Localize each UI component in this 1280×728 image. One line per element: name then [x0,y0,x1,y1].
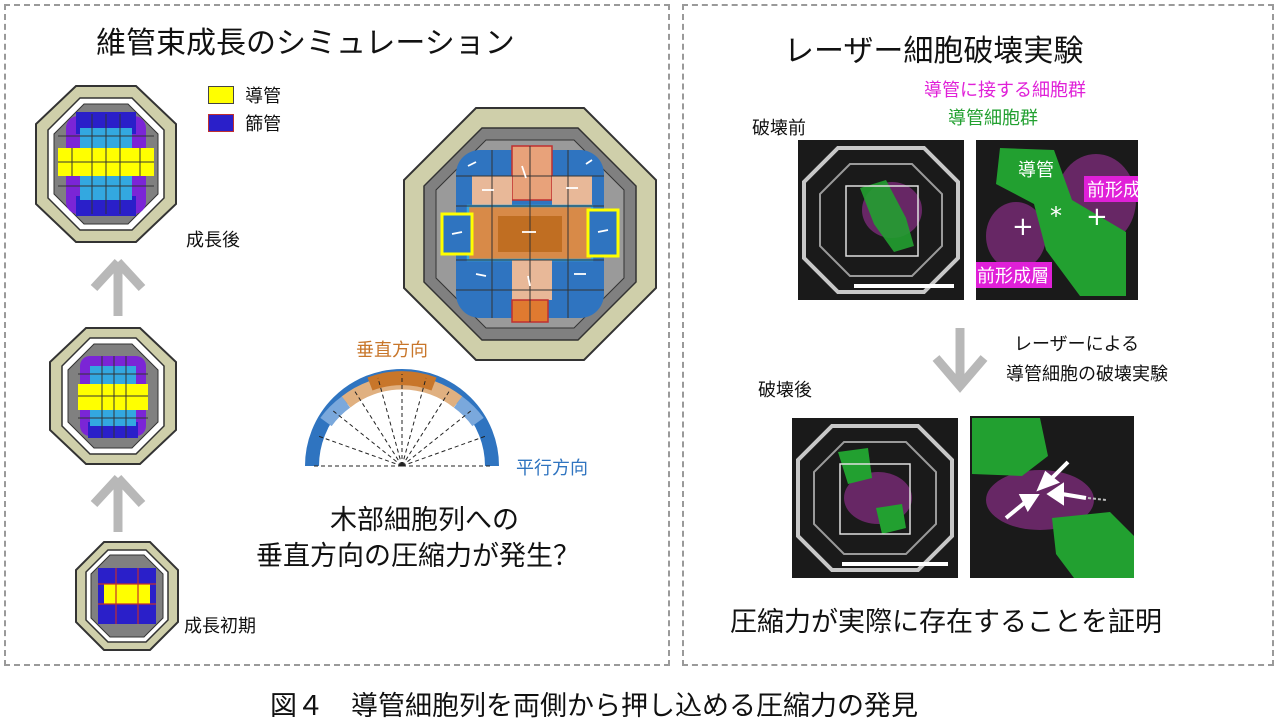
up-arrow-upper [88,258,148,318]
zoom-cambium-label-1: 前形成層 [1084,176,1138,202]
stage-after-label: 成長後 [186,230,240,251]
octagon-detail [402,106,658,362]
arrow-note-line-2: 導管細胞の破壊実験 [1006,364,1168,385]
zoom-plus-left: + [1012,212,1034,242]
arrow-note-line-1: レーザーによる [1014,334,1140,355]
octagon-early [75,540,179,652]
left-title: 維管束成長のシミュレーション [96,26,515,61]
legend-vessel: 導管 [208,82,281,108]
micrograph-before [798,140,964,300]
zoom-star: * [1050,202,1062,230]
octagon-middle [49,326,177,466]
stage-early-label: 成長初期 [184,616,256,637]
question-line-1: 木部細胞列への [330,505,519,536]
legend-phloem: 篩管 [208,110,281,136]
legend-phloem-label: 篩管 [245,114,282,135]
fan-parallel-label: 平行方向 [516,458,588,479]
zoom-vessel-label: 導管 [1018,160,1054,181]
right-title: レーザー細胞破壊実験 [784,34,1084,69]
zoom-before: 導管 前形成層 前形成層 + * + [976,140,1138,300]
zoom-cambium-label-2: 前形成層 [976,262,1052,288]
legend-phloem-swatch [208,114,234,132]
conclusion-text: 圧縮力が実際に存在することを証明 [730,607,1162,638]
zoom-plus-right: + [1086,202,1108,232]
legend-magenta: 導管に接する細胞群 [924,80,1086,101]
question-line-2: 垂直方向の圧縮力が発生？ [256,541,580,572]
legend-vessel-swatch [208,86,234,104]
after-label: 破壊後 [758,380,812,401]
zoom-after [970,416,1134,578]
micrograph-after [792,418,958,578]
up-arrow-lower [88,474,148,534]
fan-vertical-label: 垂直方向 [356,340,428,361]
figure-caption: 図４ 導管細胞列を両側から押し込める圧縮力の発見 [270,691,918,722]
legend-vessel-label: 導管 [245,86,282,107]
right-panel [682,4,1274,666]
left-panel [4,4,670,666]
legend-green: 導管細胞群 [948,108,1038,129]
direction-fan [304,366,500,468]
down-arrow [930,326,990,393]
octagon-after [35,84,177,244]
before-label: 破壊前 [752,118,806,139]
